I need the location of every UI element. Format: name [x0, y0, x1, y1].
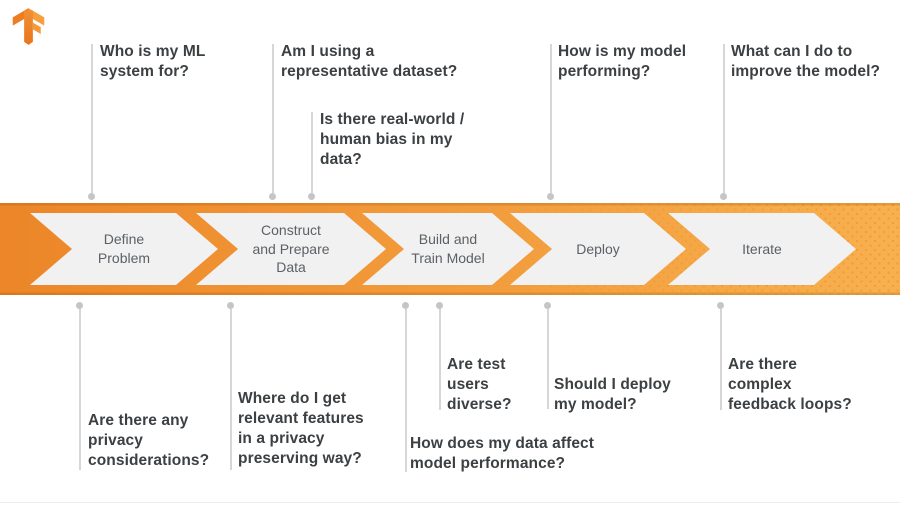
- stage-chevron-deploy: [510, 213, 686, 285]
- question-model-performing: How is my model performing?: [558, 43, 687, 80]
- connector-dot-top-2: [269, 193, 276, 200]
- connector-dot-top-4: [547, 193, 554, 200]
- connector-line-bottom-4: [439, 309, 441, 410]
- connector-line-bottom-5: [547, 309, 549, 409]
- connector-dot-bottom-1: [76, 302, 83, 309]
- question-privacy-considerations: Are there any privacy considerations?: [88, 412, 210, 469]
- stage-chevron-construct-prepare-data: [196, 213, 386, 285]
- connector-dot-bottom-6: [717, 302, 724, 309]
- connector-line-bottom-1: [79, 309, 81, 470]
- connector-line-bottom-3: [405, 309, 407, 472]
- connector-dot-top-3: [308, 193, 315, 200]
- question-feedback-loops: Are there complex feedback loops?: [728, 356, 852, 413]
- question-representative-dataset: Am I using a representative dataset?: [281, 43, 458, 80]
- question-improve-model: What can I do to improve the model?: [731, 43, 881, 80]
- connector-dot-bottom-3: [402, 302, 409, 309]
- stage-label-define-problem: Define Problem: [97, 231, 151, 266]
- stage-chevron-iterate: [668, 213, 856, 285]
- question-data-affect-performance: How does my data affect model performanc…: [410, 435, 595, 472]
- connector-line-top-3: [311, 112, 313, 193]
- connector-dot-bottom-5: [544, 302, 551, 309]
- connector-dot-top-1: [88, 193, 95, 200]
- connector-line-top-2: [272, 44, 274, 193]
- stage-chevron-build-train-model: [362, 213, 534, 285]
- connector-dot-bottom-4: [436, 302, 443, 309]
- question-privacy-preserving-features: Where do I get relevant features in a pr…: [238, 390, 364, 467]
- connector-line-bottom-2: [230, 309, 232, 470]
- connector-dot-bottom-2: [227, 302, 234, 309]
- question-who-is-ml-system-for: Who is my ML system for?: [100, 43, 206, 80]
- connector-line-bottom-6: [720, 309, 722, 410]
- connector-line-top-1: [91, 44, 93, 193]
- bottom-divider: [0, 502, 900, 503]
- process-banner: [0, 203, 900, 295]
- tensorflow-logo-icon: [12, 8, 45, 45]
- connector-dot-top-5: [720, 193, 727, 200]
- connector-line-top-5: [723, 44, 725, 193]
- connector-line-top-4: [550, 44, 552, 193]
- stage-label-build-train-model: Build and Train Model: [411, 231, 485, 266]
- stage-chevron-define-problem: [30, 213, 218, 285]
- stage-label-deploy: Deploy: [576, 240, 620, 257]
- question-test-users-diverse: Are test users diverse?: [447, 356, 512, 413]
- question-should-deploy: Should I deploy my model?: [554, 376, 671, 413]
- stage-label-construct-prepare-data: Construct and Prepare Data: [252, 221, 330, 276]
- question-real-world-human-bias: Is there real-world / human bias in my d…: [320, 111, 465, 168]
- stage-label-iterate: Iterate: [742, 240, 782, 257]
